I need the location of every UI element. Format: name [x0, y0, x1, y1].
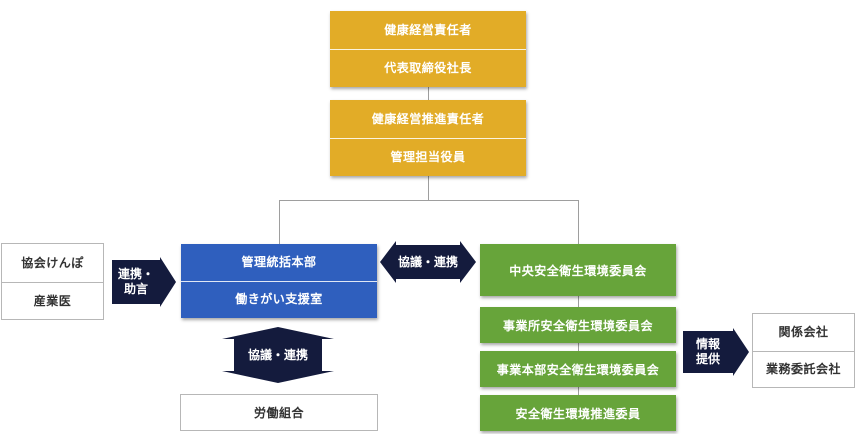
kyokai-kenpo-label: 協会けんぽ	[21, 255, 84, 270]
info-provision-arrow	[683, 328, 749, 376]
affiliates-block: 関係会社 業務委託会社	[752, 313, 855, 388]
health-management-officer-label: 健康経営責任者	[384, 23, 472, 37]
arrow-label-line: 連携・	[117, 267, 154, 281]
connector-left-drop	[279, 200, 280, 244]
promotion-committee: 安全衛生環境推進委員	[480, 395, 676, 431]
contractors-label: 業務委託会社	[765, 361, 841, 376]
health-management-officer-block: 健康経営責任者 代表取締役社長	[330, 11, 526, 87]
external-advisors-block: 協会けんぽ 産業医	[1, 243, 104, 320]
wellbeing-support-office-label: 働きがい支援室	[235, 292, 323, 306]
info-provision-label: 情報 提供	[683, 331, 733, 373]
block-divider	[330, 49, 526, 50]
block-divider	[330, 138, 526, 139]
block-divider	[181, 281, 377, 282]
office-committee: 事業所安全衛生環境委員会	[480, 307, 676, 343]
collaboration-arrow-label: 連携・ 助言	[112, 260, 160, 304]
health-promotion-officer-block: 健康経営推進責任者 管理担当役員	[330, 100, 526, 176]
central-committee: 中央安全衛生環境委員会	[480, 244, 676, 296]
division-committee: 事業本部安全衛生環境委員会	[480, 351, 676, 387]
consultation-arrow-label: 協議・連携	[397, 254, 458, 269]
connector-horizontal	[279, 200, 579, 201]
affiliates-label: 関係会社	[778, 324, 829, 339]
industrial-physician-label: 産業医	[33, 293, 72, 308]
ceo-label: 代表取締役社長	[384, 61, 472, 75]
block-divider	[753, 351, 854, 352]
connector-right-drop	[578, 200, 579, 244]
arrow-label-line: 助言	[123, 282, 148, 296]
connector-mid-vertical	[428, 176, 429, 200]
arrow-label-line: 提供	[695, 352, 720, 366]
arrow-label-line: 情報	[695, 337, 720, 351]
hq-block: 管理統括本部 働きがい支援室	[181, 244, 377, 318]
health-promotion-officer-label: 健康経営推進責任者	[371, 112, 485, 126]
admin-hq-label: 管理統括本部	[241, 255, 317, 269]
union-double-arrow	[222, 327, 334, 383]
labor-union-box: 労働組合	[180, 394, 378, 431]
admin-officer-label: 管理担当役員	[390, 150, 466, 164]
consultation-double-arrow	[380, 241, 476, 283]
union-arrow-label: 協議・連携	[247, 347, 308, 362]
block-divider	[2, 282, 103, 283]
collaboration-arrow-right	[112, 257, 176, 307]
